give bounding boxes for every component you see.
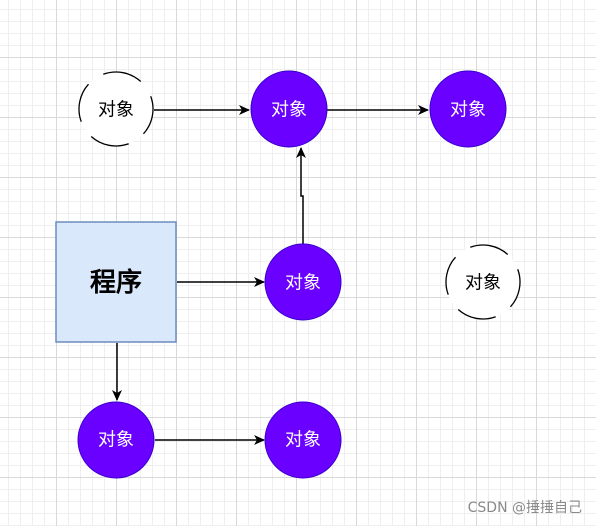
object-label: 对象 xyxy=(465,273,501,294)
reachable-object-circle xyxy=(264,401,342,479)
watermark: CSDN @捶捶自己 xyxy=(467,500,582,516)
edge-middle-to-top-middle xyxy=(296,147,306,244)
object-label: 对象 xyxy=(98,430,134,451)
program-label: 程序 xyxy=(90,267,142,298)
object-label: 对象 xyxy=(285,273,321,294)
object-label: 对象 xyxy=(450,100,486,121)
reachable-object-circle xyxy=(429,70,507,148)
reachable-object-circle xyxy=(264,243,342,321)
reachable-object-middle: 对象 xyxy=(264,243,342,321)
reachable-object-bottom-right: 对象 xyxy=(264,401,342,479)
program-box xyxy=(55,221,177,343)
program-node: 程序 xyxy=(55,221,177,343)
unreachable-object-circle xyxy=(78,71,154,147)
unreachable-object-right: 对象 xyxy=(445,244,521,320)
unreachable-object-top-left: 对象 xyxy=(78,71,154,147)
object-label: 对象 xyxy=(285,430,321,451)
object-label: 对象 xyxy=(271,100,307,121)
reachable-object-top-right: 对象 xyxy=(429,70,507,148)
unreachable-object-circle xyxy=(445,244,521,320)
reachable-object-top-middle: 对象 xyxy=(250,70,328,148)
reachable-object-circle xyxy=(250,70,328,148)
reachable-object-bottom-left: 对象 xyxy=(77,401,155,479)
reachable-object-circle xyxy=(77,401,155,479)
object-label: 对象 xyxy=(98,100,134,121)
